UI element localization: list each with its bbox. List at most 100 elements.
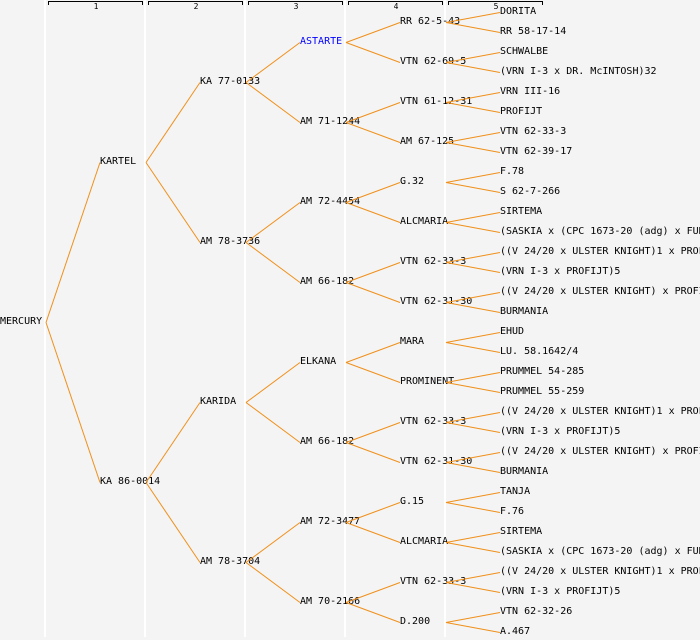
pedigree-node-gen5[interactable]: (VRN I-3 x DR. McINTOSH)32 <box>500 66 657 77</box>
pedigree-link <box>45 162 101 323</box>
pedigree-node-gen4[interactable]: VTN 62-33-3 <box>400 416 467 427</box>
pedigree-link <box>445 542 501 553</box>
pedigree-link <box>445 342 501 353</box>
generation-header-5: 5 <box>493 2 499 11</box>
pedigree-link <box>445 172 501 183</box>
pedigree-node-gen5[interactable]: PROFIJT <box>500 106 543 117</box>
pedigree-link <box>45 322 101 483</box>
pedigree-node-gen5[interactable]: DORITA <box>500 6 537 17</box>
pedigree-node-gen5[interactable]: ((V 24/20 x ULSTER KNIGHT) x PROFI <box>500 286 700 297</box>
pedigree-node-gen3[interactable]: AM 70-2166 <box>300 596 361 607</box>
pedigree-node-gen4[interactable]: ALCMARIA <box>400 536 449 547</box>
pedigree-node-gen4[interactable]: D.200 <box>400 616 431 627</box>
pedigree-link <box>245 562 301 603</box>
pedigree-link <box>245 402 301 443</box>
pedigree-node-gen3[interactable]: AM 72-3477 <box>300 516 361 527</box>
pedigree-node-gen5[interactable]: RR 58-17-14 <box>500 26 567 37</box>
pedigree-node-gen5[interactable]: SIRTEMA <box>500 526 543 537</box>
column-separator <box>144 0 146 637</box>
pedigree-node-gen4[interactable]: VTN 62-31-30 <box>400 456 473 467</box>
generation-header-4: 4 <box>393 2 399 11</box>
pedigree-link <box>345 22 401 43</box>
pedigree-link <box>145 82 201 163</box>
column-separator <box>344 0 346 637</box>
pedigree-node-gen5[interactable]: SIRTEMA <box>500 206 543 217</box>
pedigree-node-gen3[interactable]: AM 66-182 <box>300 436 355 447</box>
pedigree-node-gen4[interactable]: VTN 61-12-31 <box>400 96 473 107</box>
pedigree-node-gen3[interactable]: ELKANA <box>300 356 337 367</box>
pedigree-node-gen5[interactable]: S 62-7-266 <box>500 186 561 197</box>
pedigree-node-gen2[interactable]: KARIDA <box>200 396 237 407</box>
pedigree-node-gen5[interactable]: F.76 <box>500 506 525 517</box>
pedigree-node-gen5[interactable]: TANJA <box>500 486 531 497</box>
pedigree-node-gen3[interactable]: AM 71-1244 <box>300 116 361 127</box>
pedigree-link <box>245 362 301 403</box>
column-separator <box>44 0 46 637</box>
pedigree-node-gen2[interactable]: AM 78-3704 <box>200 556 261 567</box>
pedigree-node-gen3[interactable]: AM 66-182 <box>300 276 355 287</box>
pedigree-link <box>345 342 401 363</box>
pedigree-node-gen4[interactable]: PROMINENT <box>400 376 455 387</box>
generation-header-bracket <box>348 1 443 5</box>
pedigree-node-gen5[interactable]: VTN 62-33-3 <box>500 126 567 137</box>
pedigree-node-gen5[interactable]: VRN III-16 <box>500 86 561 97</box>
pedigree-node-gen5[interactable]: BURMANIA <box>500 466 549 477</box>
pedigree-node-gen4[interactable]: MARA <box>400 336 425 347</box>
pedigree-link <box>245 82 301 123</box>
generation-header-1: 1 <box>93 2 99 11</box>
pedigree-link <box>445 502 501 513</box>
pedigree-node-gen5[interactable]: ((V 24/20 x ULSTER KNIGHT) x PROFI <box>500 446 700 457</box>
pedigree-node-gen4[interactable]: AM 67-125 <box>400 136 455 147</box>
pedigree-node-gen5[interactable]: ((V 24/20 x ULSTER KNIGHT)1 x PROF <box>500 246 700 257</box>
pedigree-node-gen3[interactable]: AM 72-4454 <box>300 196 361 207</box>
pedigree-node-gen5[interactable]: (VRN I-3 x PROFIJT)5 <box>500 426 621 437</box>
pedigree-node-gen4[interactable]: ALCMARIA <box>400 216 449 227</box>
pedigree-node-gen5[interactable]: VTN 62-32-26 <box>500 606 573 617</box>
pedigree-node-gen5[interactable]: PRUMMEL 54-285 <box>500 366 585 377</box>
pedigree-node-gen5[interactable]: LU. 58.1642/4 <box>500 346 579 357</box>
column-separator <box>244 0 246 637</box>
generation-header-2: 2 <box>193 2 199 11</box>
pedigree-node-gen5[interactable]: ((V 24/20 x ULSTER KNIGHT)1 x PROF <box>500 406 700 417</box>
pedigree-link <box>245 242 301 283</box>
pedigree-link <box>445 532 501 543</box>
column-separator <box>444 0 446 637</box>
pedigree-node-gen4[interactable]: VTN 62-33-3 <box>400 576 467 587</box>
pedigree-node-gen4[interactable]: G.32 <box>400 176 425 187</box>
generation-header-bracket <box>148 1 243 5</box>
pedigree-node-gen5[interactable]: VTN 62-39-17 <box>500 146 573 157</box>
pedigree-link <box>145 162 201 243</box>
pedigree-node-gen5[interactable]: BURMANIA <box>500 306 549 317</box>
generation-header-bracket <box>48 1 143 5</box>
pedigree-node-gen4[interactable]: G.15 <box>400 496 425 507</box>
pedigree-node-gen5[interactable]: (SASKIA x (CPC 1673-20 (adg) x FUR <box>500 546 700 557</box>
pedigree-node-gen5[interactable]: ((V 24/20 x ULSTER KNIGHT)1 x PROF <box>500 566 700 577</box>
pedigree-node-gen5[interactable]: PRUMMEL 55-259 <box>500 386 585 397</box>
pedigree-node-gen4[interactable]: RR 62-5-43 <box>400 16 461 27</box>
pedigree-node-gen5[interactable]: EHUD <box>500 326 525 337</box>
pedigree-node-gen2[interactable]: KA 77-0133 <box>200 76 261 87</box>
generation-header-bracket <box>248 1 343 5</box>
pedigree-node-gen5[interactable]: (VRN I-3 x PROFIJT)5 <box>500 586 621 597</box>
pedigree-node-gen5[interactable]: F.78 <box>500 166 525 177</box>
pedigree-link <box>145 402 201 483</box>
pedigree-node-gen1[interactable]: KA 86-0014 <box>100 476 161 487</box>
pedigree-link <box>145 482 201 563</box>
pedigree-link <box>445 492 501 503</box>
pedigree-node-gen4[interactable]: VTN 62-31-30 <box>400 296 473 307</box>
generation-header-bracket <box>448 1 543 5</box>
pedigree-node-gen3[interactable]: ASTARTE <box>300 36 343 47</box>
pedigree-node-gen4[interactable]: VTN 62-33-3 <box>400 256 467 267</box>
pedigree-root[interactable]: MERCURY <box>0 316 43 327</box>
pedigree-node-gen5[interactable]: SCHWALBE <box>500 46 549 57</box>
pedigree-node-gen1[interactable]: KARTEL <box>100 156 137 167</box>
pedigree-node-gen5[interactable]: A.467 <box>500 626 531 637</box>
pedigree-link <box>445 182 501 193</box>
pedigree-node-gen5[interactable]: (SASKIA x (CPC 1673-20 (adg) x FUR <box>500 226 700 237</box>
pedigree-node-gen5[interactable]: (VRN I-3 x PROFIJT)5 <box>500 266 621 277</box>
pedigree-node-gen4[interactable]: VTN 62-69-5 <box>400 56 467 67</box>
pedigree-node-gen2[interactable]: AM 78-3736 <box>200 236 261 247</box>
pedigree-link <box>445 612 501 623</box>
